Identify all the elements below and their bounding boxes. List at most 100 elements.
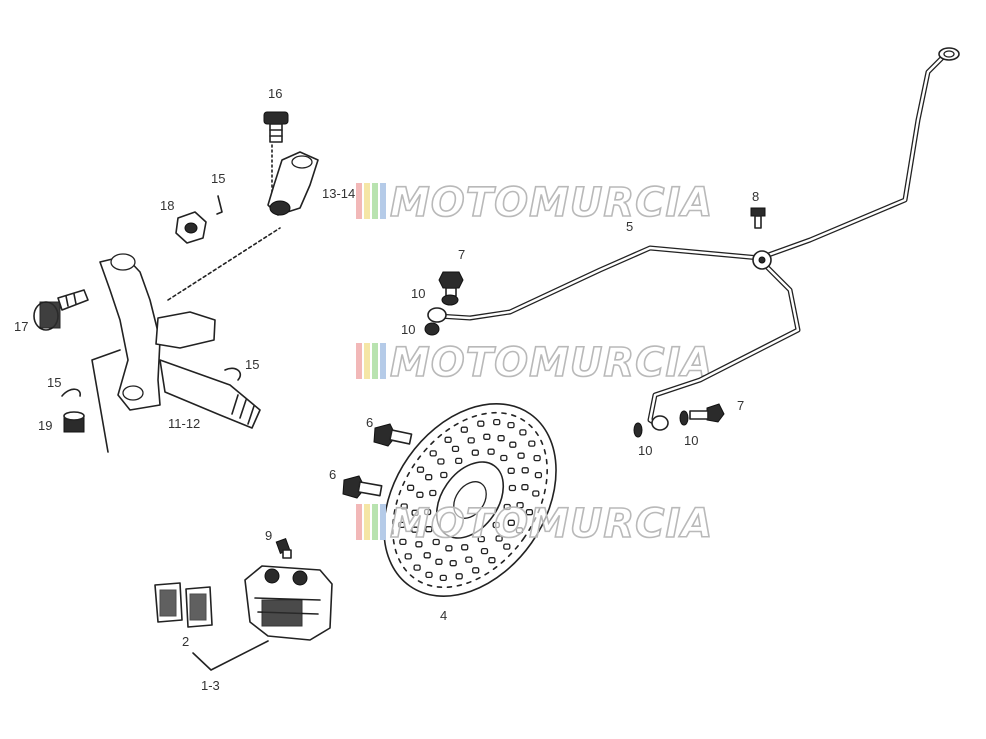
disc-hole — [521, 467, 529, 474]
banjo-fitting — [651, 415, 669, 431]
disc-hole — [425, 526, 433, 533]
part-label-1-3: 1-3 — [201, 678, 220, 693]
part-label-4: 4 — [440, 608, 447, 623]
watermark-middle: MOTOMURCIA — [356, 339, 713, 387]
watermark-stripe — [364, 183, 370, 219]
watermark-stripe — [380, 343, 386, 379]
disc-hole — [477, 420, 485, 427]
disc-bolt-6 — [342, 475, 383, 499]
disc-hole — [467, 437, 475, 444]
washer-10 — [633, 422, 643, 438]
watermark-text: MOTOMURCIA — [390, 180, 713, 226]
disc-hole — [425, 571, 433, 579]
disc-hole — [525, 509, 534, 516]
bleed-screw-9 — [275, 538, 292, 559]
part-label-10: 10 — [684, 433, 698, 448]
watermark-stripe — [356, 504, 362, 540]
disc-hole — [507, 467, 515, 474]
disc-hole — [429, 489, 437, 497]
watermark-bottom: MOTOMURCIA — [356, 500, 713, 548]
banjo-fitting — [427, 307, 447, 323]
disc-hole — [425, 474, 433, 481]
watermark-stripe — [356, 183, 362, 219]
disc-hole — [416, 466, 425, 473]
lever-13-14 — [267, 151, 319, 216]
washer-10 — [441, 294, 459, 306]
disc-hole — [507, 421, 515, 429]
cotter-pin-15 — [224, 367, 242, 381]
disc-hole — [416, 491, 424, 498]
disc-hole — [480, 547, 489, 555]
part-label-7: 7 — [737, 398, 744, 413]
disc-hole — [508, 484, 517, 492]
part-label-15: 15 — [211, 171, 225, 186]
disc-hole — [460, 426, 468, 433]
part-label-15: 15 — [47, 375, 61, 390]
disc-hole — [404, 553, 412, 560]
part-label-18: 18 — [160, 198, 174, 213]
disc-hole — [533, 454, 541, 462]
disc-hole — [435, 558, 443, 565]
disc-hole — [444, 436, 452, 443]
disc-hole — [423, 508, 432, 516]
disc-hole — [519, 429, 527, 436]
part-label-7: 7 — [458, 247, 465, 262]
disc-hole — [528, 440, 536, 447]
watermark-stripe — [372, 343, 378, 379]
watermark-top: MOTOMURCIA — [356, 179, 713, 227]
watermark-stripe — [372, 504, 378, 540]
part-label-19: 19 — [38, 418, 52, 433]
part-label-13-14: 13-14 — [322, 186, 355, 201]
disc-hole — [429, 450, 437, 457]
disc-bolt-6 — [373, 423, 413, 447]
part-label-5: 5 — [626, 219, 633, 234]
washer-10 — [424, 322, 440, 336]
watermark-text: MOTOMURCIA — [390, 501, 713, 547]
part-label-6: 6 — [329, 467, 336, 482]
watermark-stripe — [372, 183, 378, 219]
part-label-17: 17 — [14, 319, 28, 334]
disc-hole — [495, 535, 503, 542]
watermark-stripe — [380, 183, 386, 219]
disc-hole — [432, 538, 440, 546]
disc-hole — [483, 433, 491, 440]
bolt-17 — [33, 289, 89, 331]
disc-hole — [439, 574, 447, 582]
washer-10 — [679, 410, 689, 426]
part-label-15: 15 — [245, 357, 259, 372]
disc-hole — [503, 543, 511, 550]
disc-hole — [440, 471, 448, 479]
part-label-11-12: 11-12 — [168, 416, 200, 431]
cotter-pin-15 — [216, 195, 223, 215]
disc-hole — [406, 484, 415, 491]
part-label-16: 16 — [268, 86, 282, 101]
guide-line — [91, 349, 121, 453]
disc-hole — [497, 435, 505, 442]
disc-hole — [415, 541, 423, 548]
disc-hole — [471, 449, 479, 456]
disc-hole — [445, 545, 453, 552]
disc-hole — [521, 484, 529, 491]
disc-hole — [411, 526, 419, 533]
disc-hole — [451, 445, 460, 453]
disc-hole — [532, 490, 540, 497]
disc-hole — [493, 418, 501, 426]
brake-hose — [427, 47, 960, 431]
brake-caliper — [244, 565, 333, 641]
watermark-text: MOTOMURCIA — [390, 340, 713, 386]
disc-hole — [400, 503, 408, 510]
disc-hole — [477, 535, 485, 543]
part-label-6: 6 — [366, 415, 373, 430]
disc-hole — [534, 471, 543, 479]
watermark-stripe — [380, 504, 386, 540]
disc-hole — [472, 567, 480, 574]
leader-line — [192, 640, 269, 671]
disc-holes — [397, 418, 543, 582]
disc-hole — [449, 560, 457, 567]
part-label-9: 9 — [265, 528, 272, 543]
brake-disc — [383, 403, 557, 597]
disc-hole — [492, 521, 500, 529]
disc-hole — [500, 454, 508, 462]
cotter-pin-15 — [61, 388, 81, 397]
